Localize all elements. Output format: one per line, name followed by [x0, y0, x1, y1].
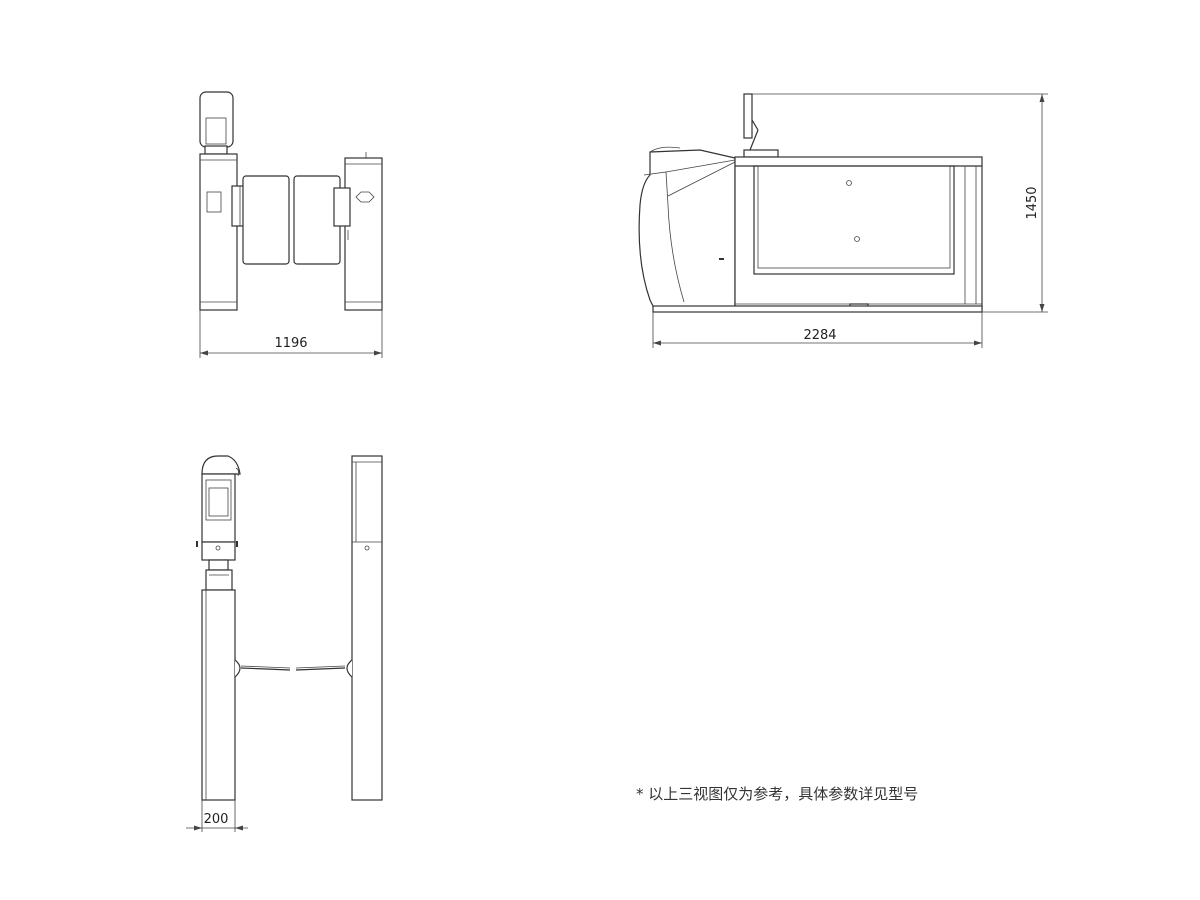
- disclaimer-note: * 以上三视图仅为参考，具体参数详见型号: [636, 785, 919, 803]
- front-view-left-wing: [242, 175, 290, 265]
- front-view-right-wing: [293, 175, 341, 265]
- top-view: 200: [186, 455, 383, 832]
- dim-side-length: 2284: [652, 312, 983, 348]
- front-view-right-cabinet: [333, 152, 383, 311]
- front-view-reader: [199, 91, 234, 155]
- dim-top-depth-label: 200: [204, 812, 229, 827]
- dim-side-height: 1450: [752, 93, 1048, 313]
- top-view-left-column: [196, 455, 241, 801]
- top-view-right-column: [346, 455, 383, 801]
- side-view-main-body: [734, 156, 983, 312]
- side-view-reader: [743, 93, 779, 158]
- dim-front-width-label: 1196: [274, 336, 307, 351]
- side-view-base: [652, 305, 983, 313]
- dim-side-height-label: 1450: [1025, 186, 1040, 219]
- front-view-badge-icon: [355, 191, 375, 203]
- side-view: 2284 1450: [638, 93, 1048, 348]
- dim-front-width: 1196: [199, 310, 383, 358]
- dim-top-depth: 200: [186, 800, 248, 832]
- dim-side-length-label: 2284: [803, 328, 836, 343]
- side-view-end-housing: [638, 146, 736, 311]
- front-view: 1196: [199, 91, 383, 358]
- top-view-wings: [240, 665, 346, 671]
